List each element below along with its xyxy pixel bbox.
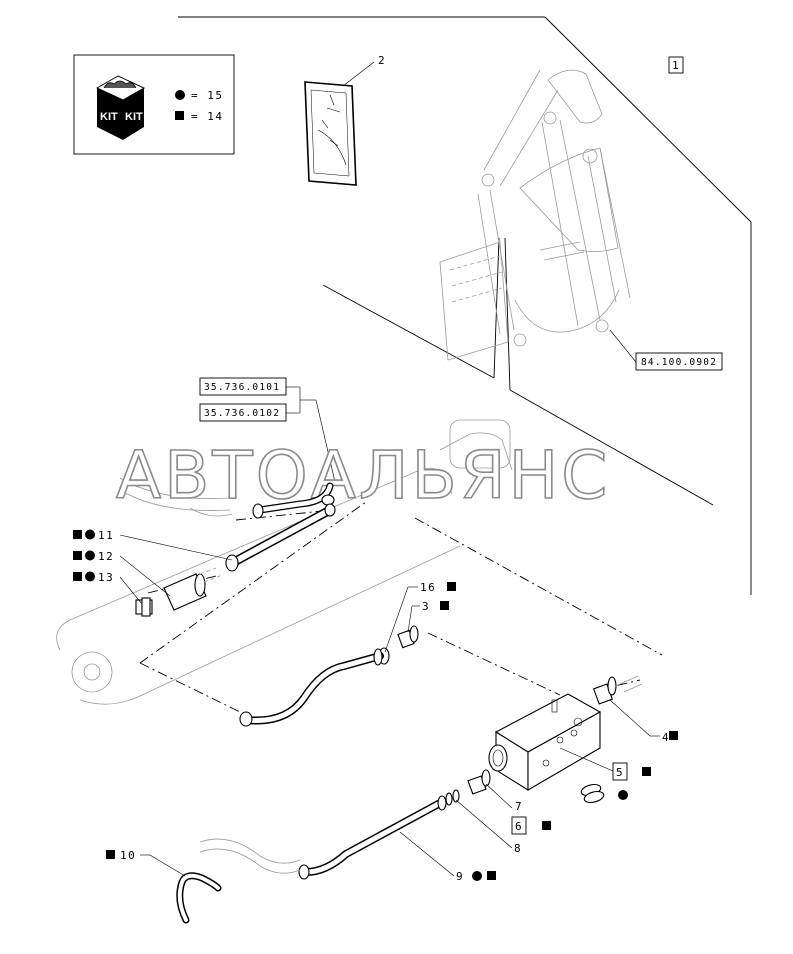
callout-6: 6 xyxy=(515,820,523,833)
callout-1-box xyxy=(668,56,684,74)
callout-13: 13 xyxy=(98,571,114,584)
kit-package-icon: KIT KIT xyxy=(95,75,146,140)
callout-8: 8 xyxy=(514,842,522,855)
fitting-part-3 xyxy=(397,625,419,649)
ref-b: 35.736.0102 xyxy=(204,408,280,419)
callout-9: 9 xyxy=(456,870,464,883)
ref-a: 35.736.0101 xyxy=(204,382,280,393)
boom-cylinder-outline xyxy=(56,419,513,705)
instruction-sheet: 2 xyxy=(304,54,386,186)
circle-symbol-icon xyxy=(85,550,95,561)
callout-10: 10 xyxy=(120,849,136,862)
callout-16: 16 xyxy=(420,581,436,594)
watermark: АВТОАЛЬЯНС xyxy=(116,437,610,514)
clip-part-10 xyxy=(176,872,222,924)
square-symbol-icon xyxy=(642,767,651,776)
circle-symbol-icon xyxy=(472,871,482,881)
legend-square-icon xyxy=(175,111,184,120)
square-symbol-icon xyxy=(487,871,496,880)
valve-block xyxy=(488,693,602,791)
hose-part-11 xyxy=(225,503,336,572)
legend-square-text: = 14 xyxy=(191,110,224,123)
hose-part-9 xyxy=(199,795,447,880)
connector-part-13 xyxy=(135,597,153,617)
circle-symbol-icon xyxy=(618,790,628,800)
fitting-part-7 xyxy=(467,769,491,795)
square-symbol-icon xyxy=(73,551,82,560)
callout-12: 12 xyxy=(98,550,114,563)
callout-11: 11 xyxy=(98,529,114,542)
ref-backhoe: 84.100.0902 xyxy=(641,357,717,368)
callout-5-box xyxy=(612,762,628,781)
square-symbol-icon xyxy=(106,850,115,859)
square-symbol-icon xyxy=(447,582,456,591)
callout-12-group: 12 xyxy=(73,550,171,597)
callout-2: 2 xyxy=(378,54,386,67)
square-symbol-icon xyxy=(73,572,82,581)
callout-6-box xyxy=(511,816,527,835)
overview-frame-lines xyxy=(178,16,752,595)
circle-symbol-icon xyxy=(85,529,95,540)
callout-4: 4 xyxy=(662,731,670,744)
ref-b-box xyxy=(199,403,287,422)
legend-circle-text: = 15 xyxy=(191,89,224,102)
ref-a-box xyxy=(199,377,287,396)
callout-5: 5 xyxy=(616,766,624,779)
square-symbol-icon xyxy=(542,821,551,830)
kit-badge-left: KIT xyxy=(100,111,118,123)
adapter-part-12 xyxy=(163,573,207,611)
square-symbol-icon xyxy=(440,601,449,610)
callout-7: 7 xyxy=(515,800,523,813)
backhoe-assembly xyxy=(439,69,631,361)
fitting-part-4 xyxy=(592,675,643,705)
seal-part-8 xyxy=(445,789,460,806)
ref-backhoe-box xyxy=(635,352,723,371)
square-symbol-icon xyxy=(669,731,678,740)
callout-13-group: 13 xyxy=(73,571,143,605)
o-ring-pair xyxy=(580,783,605,804)
kit-badge-right: KIT xyxy=(125,111,143,123)
square-symbol-icon xyxy=(73,530,82,539)
callout-3: 3 xyxy=(422,600,430,613)
circle-symbol-icon xyxy=(85,571,95,582)
middle-hose xyxy=(239,648,384,727)
callout-1: 1 xyxy=(672,59,680,72)
callout-11-group: 11 xyxy=(73,529,233,561)
legend-circle-icon xyxy=(175,90,185,100)
upper-hose xyxy=(189,482,335,519)
kit-box: KIT KIT = 15 = 14 xyxy=(73,54,235,155)
